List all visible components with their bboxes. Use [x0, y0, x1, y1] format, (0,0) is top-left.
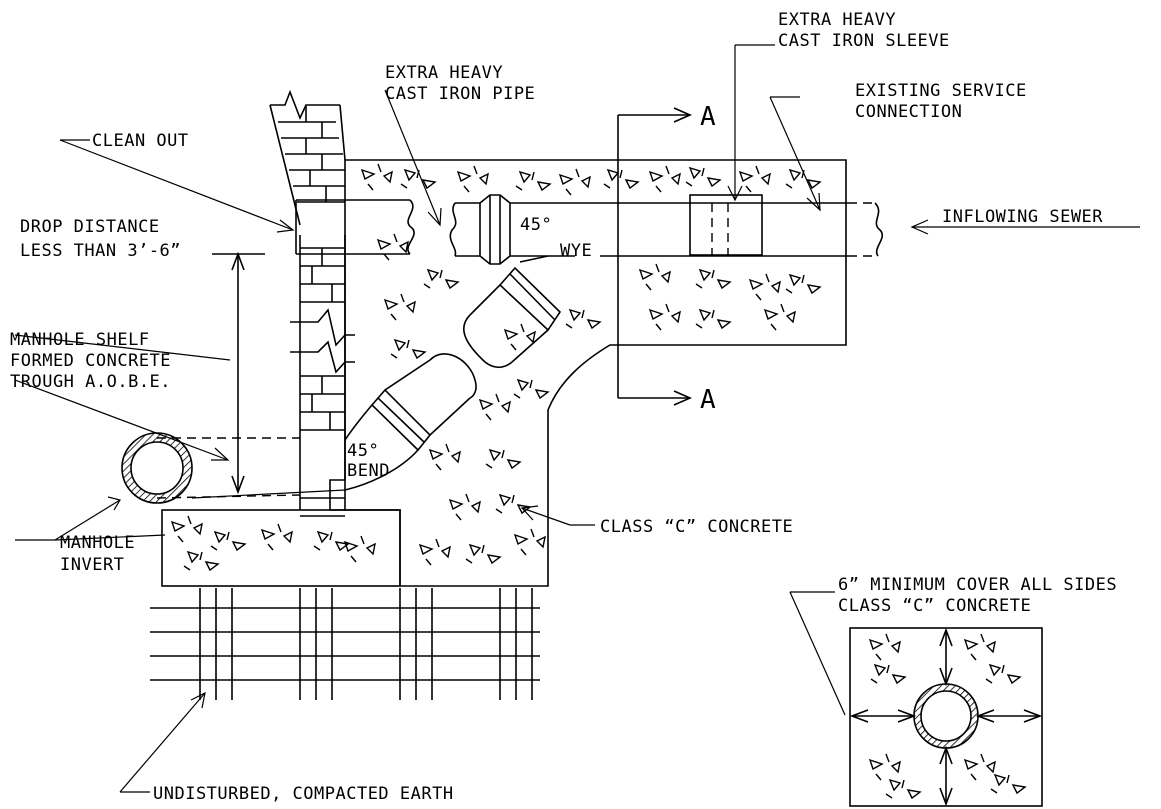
- manhole-invert-pipe: [121, 432, 193, 504]
- existing-service-label-line1: EXISTING SERVICE: [855, 81, 1027, 101]
- wye-branch: [463, 255, 575, 369]
- manhole-invert-label-line2: INVERT: [60, 555, 124, 575]
- brick-manhole-wall: [269, 89, 355, 517]
- section-a-top-label: A: [700, 102, 716, 132]
- cast-iron-sleeve: [689, 194, 763, 256]
- undisturbed-earth-pattern: [150, 588, 540, 700]
- section-cut-line: [617, 107, 692, 406]
- leader-lines: [14, 44, 1140, 793]
- manhole-shelf-label-line1: MANHOLE SHELF: [10, 330, 150, 350]
- min-cover-label-line1: 6” MINIMUM COVER ALL SIDES: [838, 575, 1117, 595]
- ci-sleeve-label-line1: EXTRA HEAVY: [778, 10, 896, 30]
- wye-label: WYE: [560, 241, 592, 261]
- manhole-invert-label-line1: MANHOLE: [60, 533, 135, 553]
- wye-angle-label: 45°: [520, 215, 552, 235]
- drop-distance-label-line1: DROP DISTANCE: [20, 217, 160, 237]
- base-aggregate: [171, 515, 376, 571]
- inflowing-sewer-label: INFLOWING SEWER: [942, 207, 1103, 227]
- ci-pipe-label-line1: EXTRA HEAVY: [385, 63, 503, 83]
- bend-angle-label: 45°: [347, 441, 379, 461]
- undisturbed-earth-label: UNDISTURBED, COMPACTED EARTH: [153, 784, 454, 804]
- shelf-line: [191, 489, 346, 499]
- class-c-concrete-label: CLASS “C” CONCRETE: [600, 517, 793, 537]
- bend-45-fitting: [344, 353, 477, 491]
- cross-section-detail: [849, 627, 1043, 807]
- existing-service-label-line2: CONNECTION: [855, 102, 962, 122]
- ci-pipe-label-line2: CAST IRON PIPE: [385, 84, 535, 104]
- manhole-shelf-label-line2: FORMED CONCRETE: [10, 351, 171, 371]
- shelf-dashed-bottom: [156, 494, 301, 499]
- wye-pipe: [449, 194, 848, 265]
- min-cover-label-line2: CLASS “C” CONCRETE: [838, 596, 1031, 616]
- drop-distance-label-line2: LESS THAN 3’-6”: [20, 241, 181, 261]
- ci-sleeve-label-line2: CAST IRON SLEEVE: [778, 31, 950, 51]
- drop-distance-dimension: [212, 251, 265, 495]
- encasement-aggregate: [361, 163, 821, 566]
- clean-out-label: CLEAN OUT: [92, 131, 189, 151]
- clean-out-pipe: [295, 199, 415, 255]
- section-a-bottom-label: A: [700, 385, 716, 415]
- inflowing-pipe-dashed: [848, 202, 884, 257]
- manhole-shelf-label-line3: TROUGH A.O.B.E.: [10, 372, 171, 392]
- concrete-encasement: [329, 159, 847, 587]
- bend-label: BEND: [347, 461, 390, 481]
- manhole-base-block: [161, 509, 401, 587]
